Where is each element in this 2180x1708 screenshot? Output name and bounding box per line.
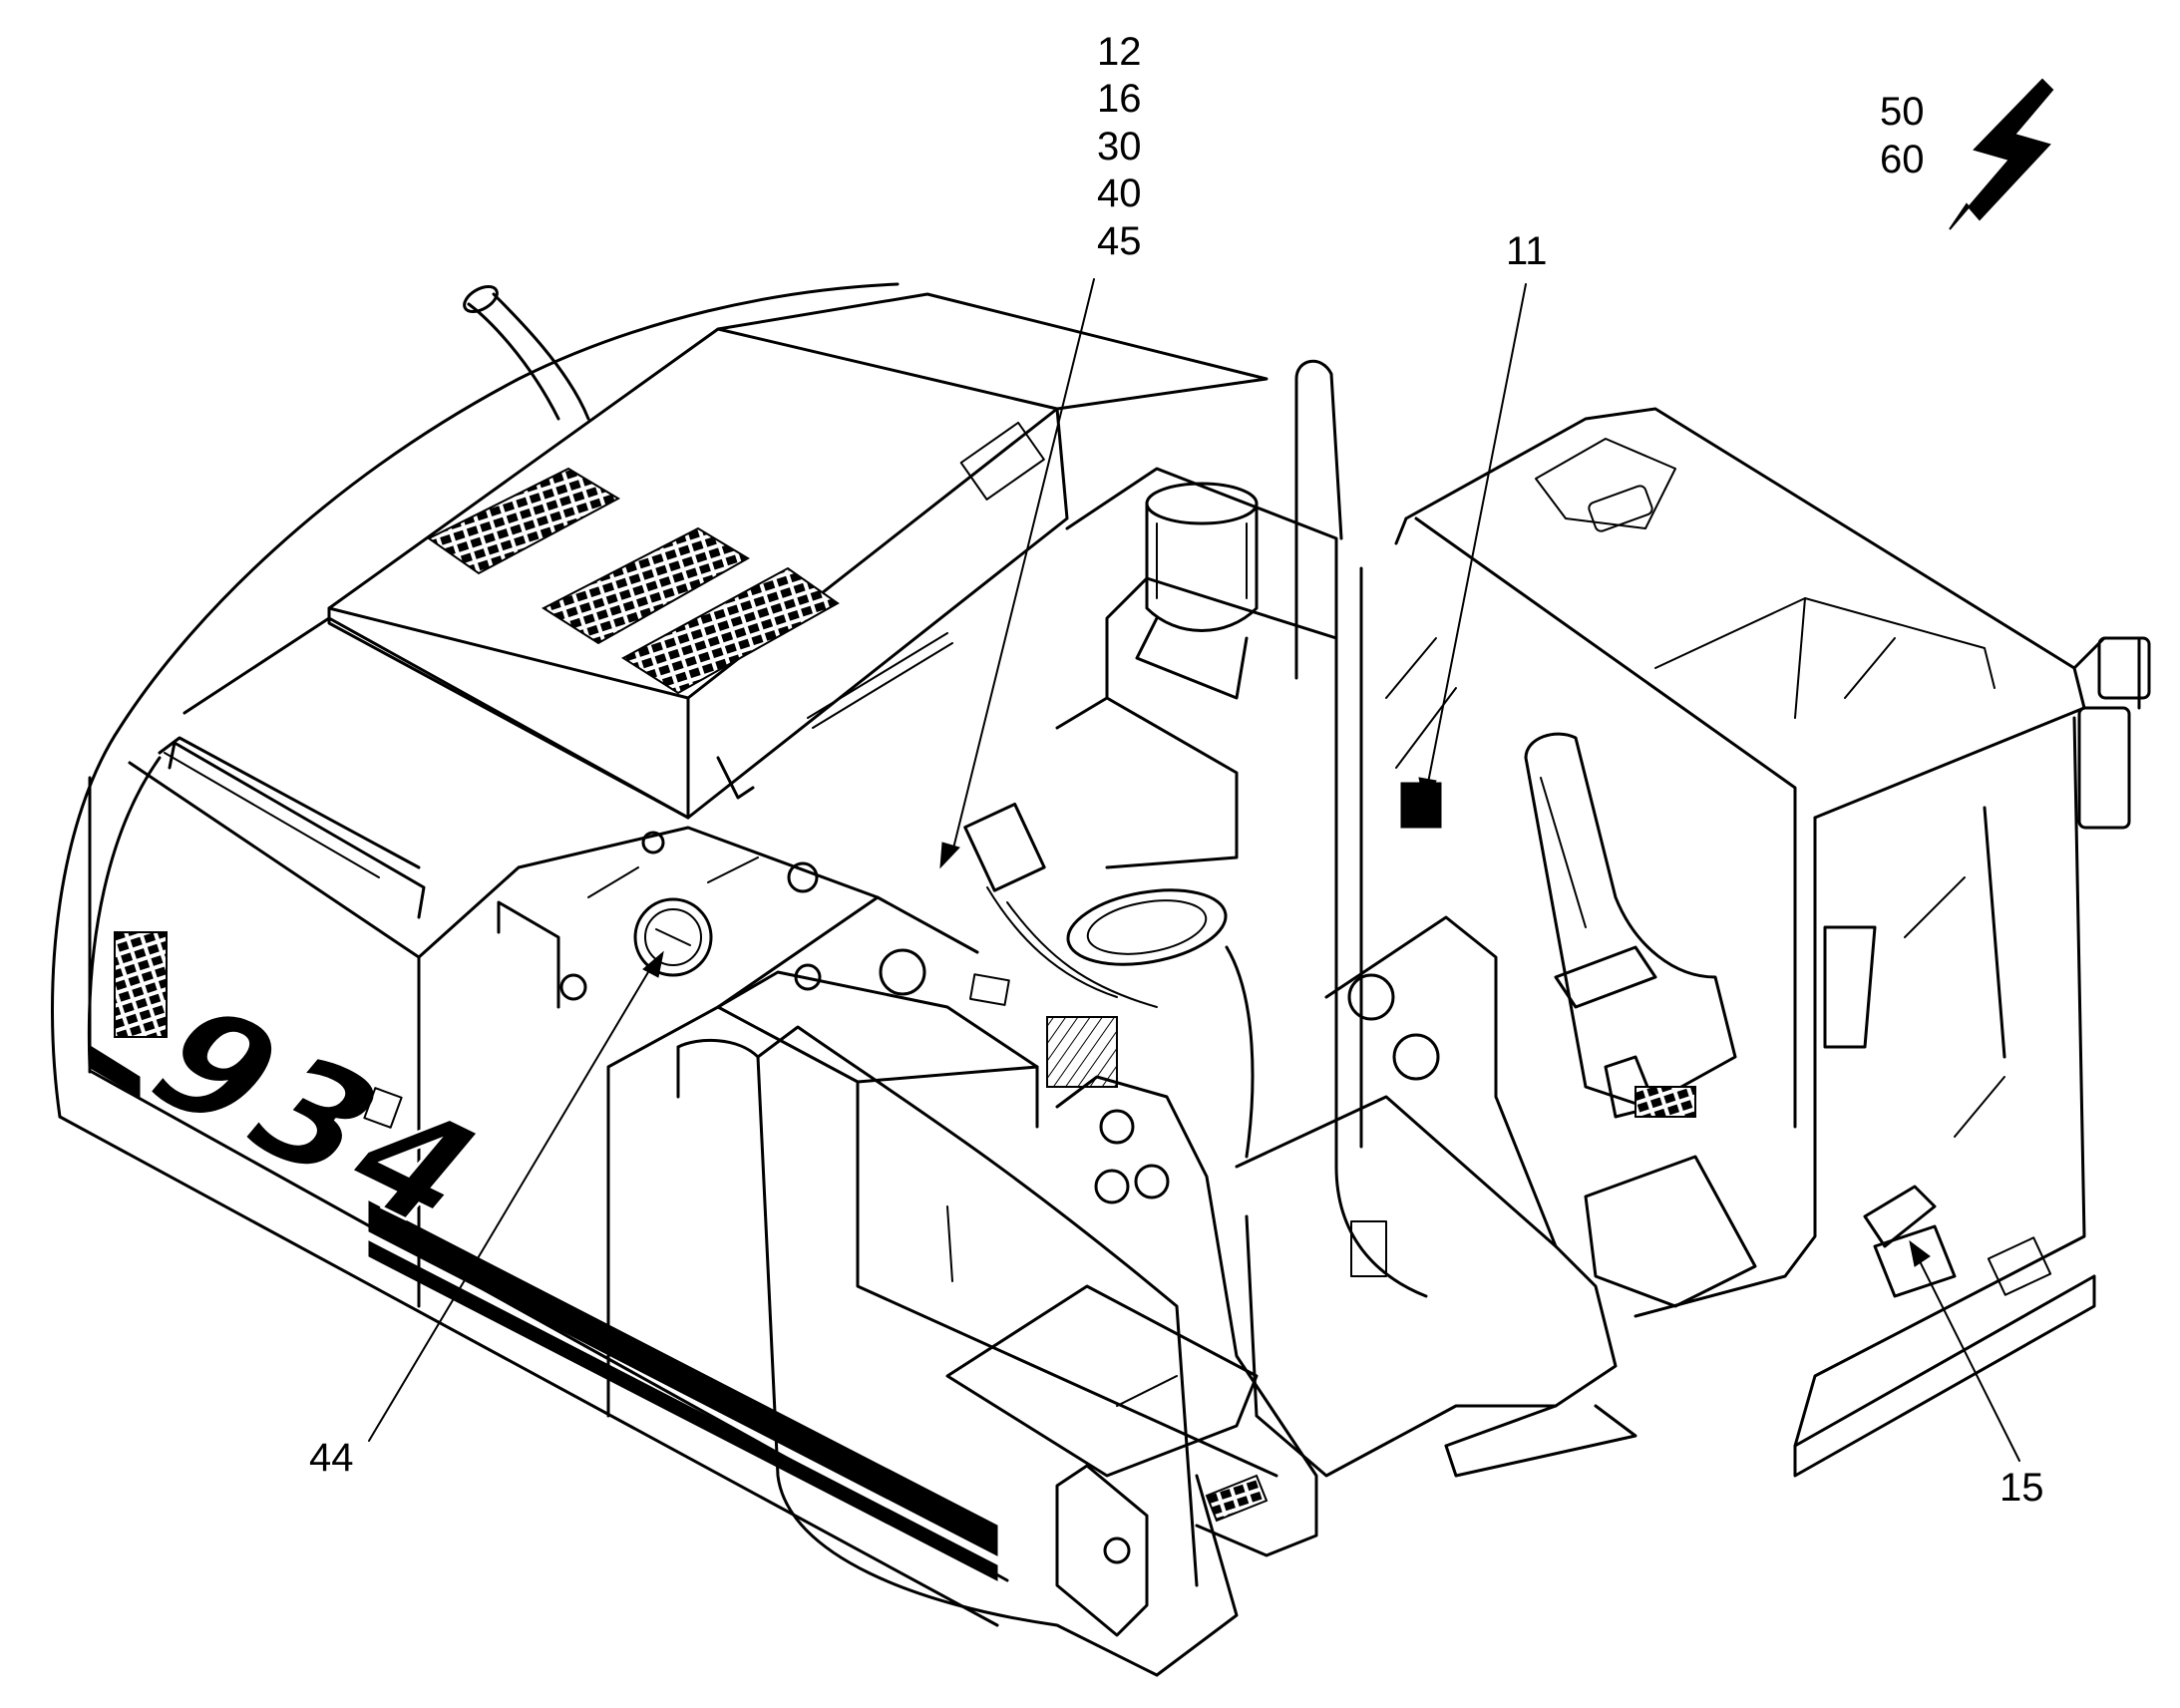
filler-cap-1: [787, 861, 819, 893]
hood-grille-1: [427, 467, 621, 575]
hood-latch: [716, 756, 755, 800]
callout-11: 11: [1418, 229, 1548, 805]
filler-cap-2: [641, 831, 665, 854]
cab-step: [1987, 1236, 2052, 1296]
air-filter: [1135, 482, 1259, 700]
callout-label-40: 40: [1097, 171, 1142, 215]
leader-arrow-11: [1418, 777, 1437, 805]
fuel-cap: [633, 897, 713, 977]
hydraulic-tank-deck: [417, 826, 979, 1418]
callout-label-44: 44: [309, 1436, 354, 1480]
joystick-right: [1823, 925, 1877, 1049]
callout-label-50: 50: [1880, 90, 1925, 134]
tool-box: [716, 948, 1278, 1478]
roof-hatch: [1588, 485, 1653, 532]
callout-label-30: 30: [1097, 125, 1142, 169]
callout-electrical-group: 50 60: [1880, 78, 2054, 230]
control-valve: [1046, 1016, 1118, 1088]
body-stripes: [91, 1046, 998, 1581]
serial-plate: [1350, 1220, 1387, 1277]
leader-arrow-44: [642, 950, 664, 978]
wiper: [1983, 806, 2006, 1059]
vent-grille-side: [114, 931, 168, 1038]
leader-line-top-group: [951, 278, 1095, 854]
hood-grille-3: [621, 566, 840, 695]
floor-pedal-grille: [1635, 1086, 1696, 1118]
hydraulic-center: [963, 467, 1338, 1159]
rail-left: [497, 900, 560, 1009]
hood-grille-2: [541, 526, 750, 645]
leader-arrow-top-group: [939, 842, 960, 869]
callout-top-group: 12 16 30 40 45: [939, 30, 1142, 869]
cab-handrail: [1294, 359, 1343, 680]
callout-label-15: 15: [1999, 1466, 2044, 1510]
leader-line-44: [368, 971, 649, 1442]
callout-label-45: 45: [1097, 219, 1142, 263]
tank-plate: [969, 973, 1010, 1006]
leader-line-11: [1427, 283, 1527, 784]
callout-label-16: 16: [1097, 77, 1142, 121]
boom-foot-frame: [1055, 915, 1637, 1557]
left-door-handle: [168, 741, 426, 919]
floor-item-15: [1863, 1185, 1957, 1298]
operator-seat: [1524, 732, 1737, 1109]
small-logo-plate: [363, 1087, 403, 1129]
callout-label-11: 11: [1506, 229, 1548, 273]
callout-label-60: 60: [1880, 138, 1925, 181]
hood-handle: [807, 632, 953, 729]
filter-block: [963, 802, 1046, 892]
left-service-door: [158, 616, 690, 919]
leader-line-15: [1919, 1260, 2020, 1462]
lightning-bolt-icon: [1949, 78, 2054, 230]
callout-15: 15: [1909, 1239, 2044, 1510]
grille-small: [1205, 1474, 1269, 1523]
hood-latch-plate: [959, 421, 1045, 501]
side-mirror: [2072, 636, 2151, 830]
engine-hood: [327, 285, 1269, 820]
leader-arrow-15: [1909, 1239, 1931, 1267]
callout-44: 44: [309, 950, 664, 1480]
callout-label-12: 12: [1097, 30, 1142, 74]
handrail-front: [676, 1025, 1239, 1677]
tank-cap: [879, 948, 926, 996]
work-light: [1055, 1464, 1269, 1637]
operator-cab: [1294, 359, 2151, 1478]
counterweight: [51, 282, 1009, 1627]
model-badge: 934: [112, 977, 524, 1259]
